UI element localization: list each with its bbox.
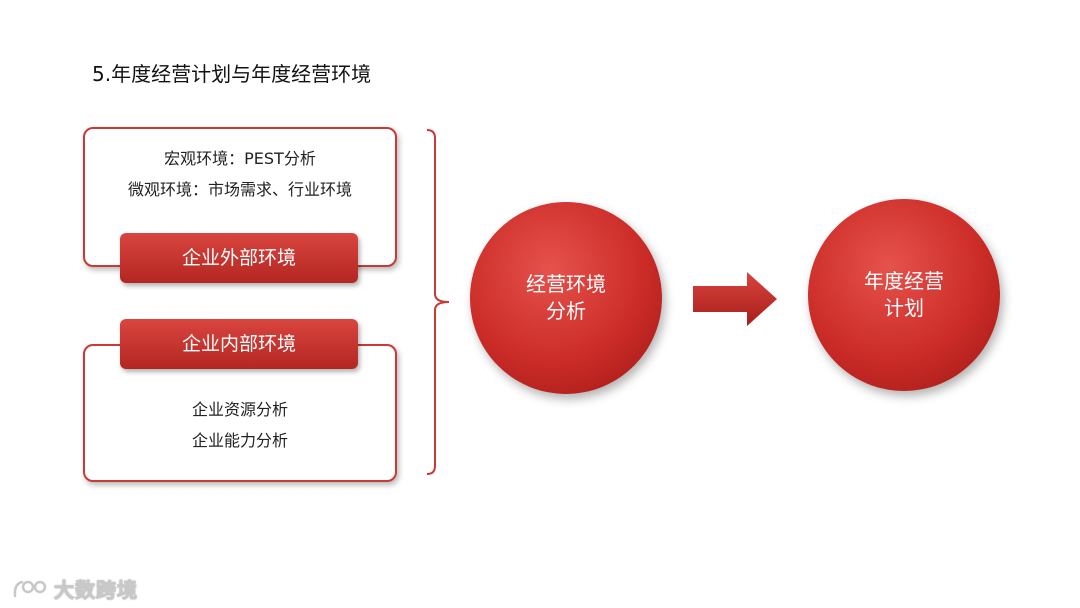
- watermark: 大数跨境: [12, 574, 138, 603]
- internal-environment-label: 企业内部环境: [120, 319, 358, 369]
- environment-analysis-circle: 经营环境 分析: [470, 202, 662, 394]
- watermark-text: 大数跨境: [54, 578, 138, 603]
- micro-environment-text: 微观环境：市场需求、行业环境: [127, 180, 352, 199]
- analysis-line-1: 经营环境: [526, 272, 606, 296]
- analysis-line-2: 分析: [546, 299, 586, 323]
- plan-line-2: 计划: [884, 296, 924, 320]
- right-arrow-icon: [693, 272, 777, 326]
- capability-analysis-text: 企业能力分析: [191, 431, 288, 450]
- page-title: 5.年度经营计划与年度经营环境: [92, 62, 372, 86]
- brand-logo-icon: [13, 580, 47, 597]
- external-environment-label: 企业外部环境: [120, 233, 358, 283]
- annual-plan-circle: 年度经营 计划: [808, 199, 1000, 391]
- plan-line-1: 年度经营: [864, 269, 944, 293]
- macro-environment-text: 宏观环境：PEST分析: [164, 149, 316, 168]
- resource-analysis-text: 企业资源分析: [191, 400, 288, 419]
- right-brace: [426, 129, 450, 475]
